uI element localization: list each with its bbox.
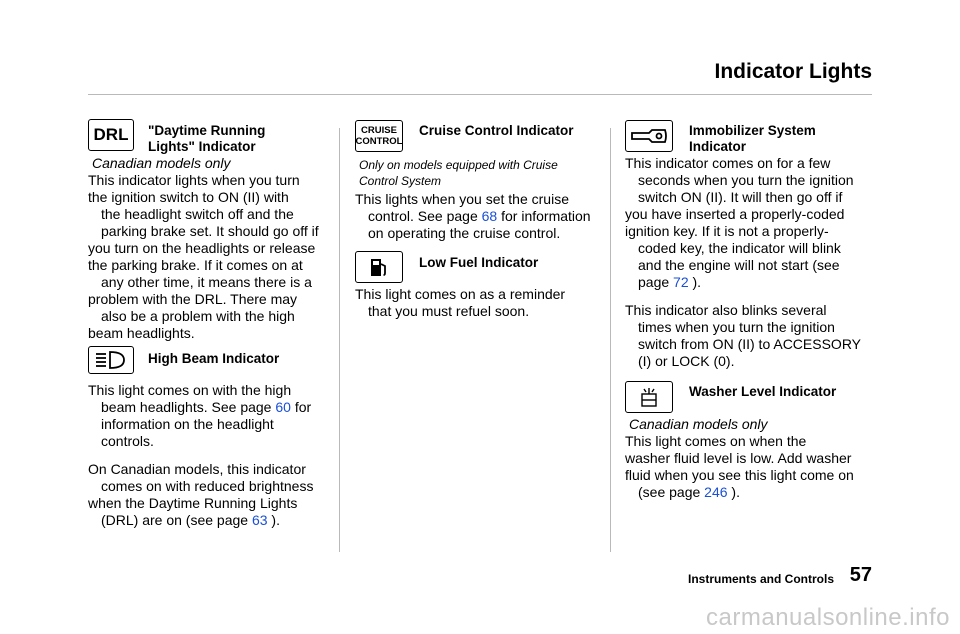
text-line: the headlight switch off and the [101, 206, 294, 222]
text-line: you turn on the headlights or release [88, 240, 316, 256]
text-span: ). [267, 512, 280, 528]
low-fuel-icon [355, 251, 403, 283]
text-line: washer fluid level is low. Add washer [625, 450, 852, 466]
washer-level-icon [625, 381, 673, 413]
title-divider [88, 94, 872, 95]
text-line: This lights when you set the cruise [355, 191, 569, 207]
page-link-63[interactable]: 63 [251, 512, 268, 528]
cruise-control-icon: CRUISE CONTROL [355, 120, 403, 152]
text-line: This light comes on as a reminder [355, 286, 566, 302]
text-line: This light comes on when the [625, 433, 807, 449]
text-span: for information [497, 208, 591, 224]
text-line: the parking brake. If it comes on at [88, 257, 303, 273]
text-line: comes on with reduced brightness [101, 478, 314, 494]
text-line: This indicator lights when you turn [88, 172, 300, 188]
page-link-246[interactable]: 246 [704, 484, 728, 500]
page-link-68[interactable]: 68 [481, 208, 498, 224]
text-line: any other time, it means there is a [101, 274, 312, 290]
low-fuel-description: This light comes on as a reminder that y… [355, 286, 607, 320]
drl-heading: "Daytime Running Lights" Indicator [148, 123, 265, 155]
text-line: switch from ON (II) to ACCESSORY [638, 336, 862, 352]
text-line: fluid when you see this light come on [625, 467, 854, 483]
page-number: 57 [849, 564, 872, 586]
drl-heading-line2: Lights" Indicator [148, 139, 256, 154]
text-span: (DRL) are on (see page [101, 512, 252, 528]
column-divider-1 [339, 128, 340, 552]
cruise-icon-line2: CONTROL [355, 136, 403, 147]
washer-glyph [641, 388, 657, 407]
low-fuel-heading: Low Fuel Indicator [419, 255, 539, 270]
high-beam-glyph [96, 351, 125, 369]
text-line: page 72 ). [625, 274, 880, 291]
immobilizer-description: This indicator comes on for a few second… [625, 155, 880, 370]
page-link-72[interactable]: 72 [673, 274, 689, 290]
text-line: On Canadian models, this indicator [88, 461, 306, 477]
text-line: controls. [101, 433, 154, 449]
cruise-description: Only on models equipped with Cruise Cont… [355, 157, 607, 242]
text-line: switch ON (II). It will then go off if [638, 189, 843, 205]
column-divider-2 [610, 128, 611, 552]
text-line: (see page 246 ). [625, 484, 880, 501]
cruise-note-line1: Only on models equipped with Cruise [359, 158, 558, 172]
text-line: parking brake set. It should go off if [101, 223, 319, 239]
cruise-heading: Cruise Control Indicator [419, 123, 574, 138]
page-link-60[interactable]: 60 [275, 399, 291, 415]
immobilizer-icon [625, 120, 673, 152]
drl-heading-line1: "Daytime Running [148, 123, 266, 138]
text-span: ). [727, 484, 740, 500]
text-span: page [638, 274, 674, 290]
immobilizer-heading-line2: Indicator [689, 139, 747, 154]
text-span: control. See page [368, 208, 482, 224]
high-beam-heading: High Beam Indicator [148, 351, 280, 366]
drl-icon-label: DRL [93, 125, 129, 144]
text-line: beam headlights. [88, 325, 195, 341]
page-title: Indicator Lights [714, 60, 873, 83]
drl-indicator-icon: DRL [88, 119, 134, 151]
footer-section-title: Instruments and Controls [687, 572, 834, 586]
fuel-pump-glyph [371, 259, 386, 276]
drl-description: Canadian models only This indicator ligh… [88, 155, 338, 342]
text-span: ). [688, 274, 702, 290]
cruise-icon-line1: CRUISE [361, 125, 397, 136]
washer-description: Canadian models only This light comes on… [625, 416, 880, 501]
text-line: This indicator comes on for a few [625, 155, 831, 171]
cruise-note-line2: Control System [359, 174, 442, 188]
text-line: control. See page 68 for information [355, 208, 607, 225]
text-line: seconds when you turn the ignition [638, 172, 854, 188]
text-line: information on the headlight [101, 416, 274, 432]
drl-note: Canadian models only [92, 155, 231, 171]
watermark: carmanualsonline.info [706, 604, 950, 631]
text-span: (see page [638, 484, 705, 500]
text-line: the ignition switch to ON (II) with [88, 189, 289, 205]
text-line: on operating the cruise control. [368, 225, 561, 241]
text-line: problem with the DRL. There may [88, 291, 298, 307]
text-line: ignition key. If it is not a properly- [625, 223, 829, 239]
washer-note: Canadian models only [629, 416, 768, 432]
text-line: times when you turn the ignition [638, 319, 835, 335]
high-beam-description: This light comes on with the high beam h… [88, 382, 338, 529]
text-line: and the engine will not start (see [638, 257, 840, 273]
high-beam-icon [88, 346, 134, 374]
text-line: beam headlights. See page 60 for [88, 399, 338, 416]
immobilizer-heading-line1: Immobilizer System [689, 123, 816, 138]
text-line: that you must refuel soon. [368, 303, 530, 319]
text-line: This indicator also blinks several [625, 302, 827, 318]
text-line: coded key, the indicator will blink [638, 240, 841, 256]
text-line: (DRL) are on (see page 63 ). [88, 512, 338, 529]
text-span: beam headlights. See page [101, 399, 276, 415]
text-line: when the Daytime Running Lights [88, 495, 298, 511]
immobilizer-heading: Immobilizer System Indicator [689, 123, 816, 155]
washer-heading: Washer Level Indicator [689, 384, 837, 399]
text-line: you have inserted a properly-coded [625, 206, 845, 222]
text-line: (I) or LOCK (0). [638, 353, 735, 369]
text-line: This light comes on with the high [88, 382, 292, 398]
key-glyph [631, 129, 667, 143]
text-span: for [290, 399, 312, 415]
text-line: also be a problem with the high [101, 308, 295, 324]
